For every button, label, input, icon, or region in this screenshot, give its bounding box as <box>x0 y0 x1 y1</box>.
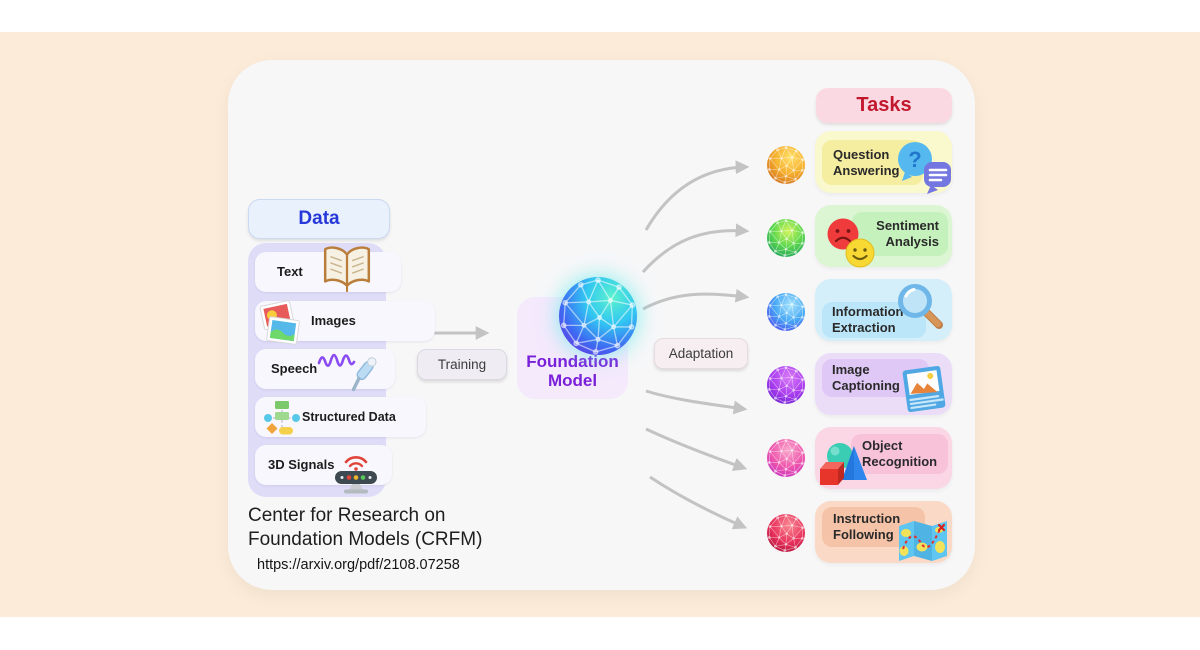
footer-org-title: Center for Research on Foundation Models… <box>248 504 486 552</box>
foundation-model-label: Foundation Model <box>526 352 619 390</box>
data-item-label: Speech <box>271 361 318 376</box>
task-sphere-object-recognition <box>767 439 805 477</box>
task-sphere-question-answering <box>767 146 805 184</box>
task-label-chip: Object Recognition <box>851 434 948 474</box>
emotion-faces-icon <box>827 218 875 268</box>
adaptation-label: Adaptation <box>668 346 734 361</box>
book-icon <box>323 246 371 292</box>
photos-icon <box>259 300 300 345</box>
map-icon <box>899 521 947 561</box>
data-item-label: 3D Signals <box>268 457 335 472</box>
tasks-section-header: Tasks <box>816 88 952 123</box>
shapes-icon <box>820 443 867 485</box>
task-sphere-information-extraction <box>767 293 805 331</box>
task-label: Sentiment Analysis <box>876 218 939 249</box>
data-item-label: Images <box>311 313 356 328</box>
adaptation-button: Adaptation <box>654 338 748 369</box>
training-label: Training <box>437 357 487 372</box>
tasks-header-label: Tasks <box>856 94 912 116</box>
sensor-icon <box>335 456 377 494</box>
data-item-label: Text <box>277 264 303 279</box>
foundation-model-sphere <box>559 277 637 355</box>
training-button: Training <box>417 349 507 380</box>
footer-org-text: Center for Research on Foundation Models… <box>248 505 483 550</box>
footer-url-text: https://arxiv.org/pdf/2108.07258 <box>257 557 460 573</box>
task-label: Information Extraction <box>832 304 904 335</box>
data-item-speech: Speech <box>255 349 395 389</box>
data-item-label: Structured Data <box>302 410 396 424</box>
flowchart-icon <box>264 401 300 435</box>
data-section-header: Data <box>248 199 390 239</box>
task-sphere-image-captioning <box>767 366 805 404</box>
photo-card-icon <box>902 365 946 413</box>
task-sphere-instruction-following <box>767 514 805 552</box>
task-label: Instruction Following <box>833 511 901 542</box>
microphone-icon <box>317 353 377 392</box>
magnifier-icon <box>898 284 943 329</box>
data-header-label: Data <box>298 208 340 229</box>
task-label: Object Recognition <box>862 438 938 469</box>
task-label: Image Captioning <box>832 362 900 393</box>
task-label: Question Answering <box>833 146 900 178</box>
question-chat-icon: ? <box>898 142 951 194</box>
footer-arxiv-url: https://arxiv.org/pdf/2108.07258 <box>257 557 460 573</box>
svg-text:?: ? <box>908 147 921 172</box>
task-sphere-sentiment-analysis <box>767 219 805 257</box>
